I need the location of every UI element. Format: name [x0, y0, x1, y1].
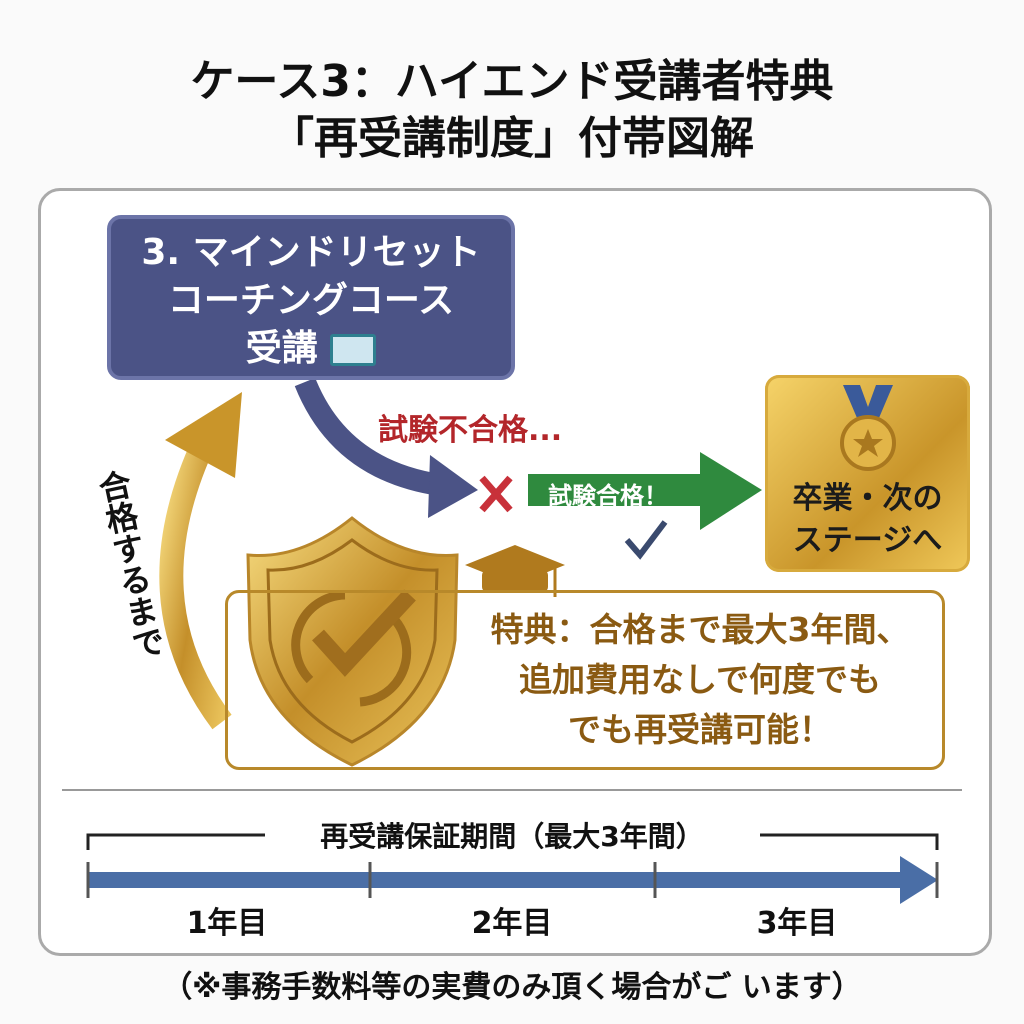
benefit-box — [225, 590, 945, 770]
graduate-text: 卒業・次の ステージへ — [765, 478, 970, 562]
graduation-cap-icon — [465, 545, 565, 597]
course-line-1: 3. マインドリセット — [141, 232, 481, 273]
footnote: （※事務手数料等の実費のみ頂く場合がご います） — [162, 970, 862, 1005]
year-1-label: 1年目 — [186, 906, 268, 941]
course-box: 3. マインドリセット コーチングコース 受講 — [107, 215, 515, 380]
benefit-line-1: 特典：合格まで最大3年間、 — [490, 610, 910, 649]
check-icon — [624, 520, 668, 560]
period-label: 再受講保証期間（最大3年間） — [320, 820, 704, 853]
benefit-text: 特典：合格まで最大3年間、 追加費用なしで何度でも でも再受講可能！ — [460, 605, 940, 755]
title-line-1: ケース3：ハイエンド受講者特典 — [190, 56, 834, 107]
book-icon — [330, 334, 377, 366]
benefit-line-3: でも再受講可能！ — [568, 710, 832, 749]
title-line-2: 「再受講制度」付帯図解 — [270, 113, 754, 164]
year-2-label: 2年目 — [471, 906, 553, 941]
benefit-line-2: 追加費用なしで何度でも — [518, 660, 881, 699]
fail-label: 試験不合格... — [378, 413, 563, 448]
graduate-line-2: ステージへ — [792, 523, 943, 558]
course-line-2: コーチングコース — [167, 280, 455, 321]
course-line-3: 受講 — [245, 328, 318, 369]
pass-arrow — [528, 452, 762, 530]
timeline-arrow — [86, 856, 939, 904]
pass-label: 試験合格！ — [548, 482, 668, 510]
medal-icon — [840, 385, 896, 471]
year-3-label: 3年目 — [756, 906, 838, 941]
period-bracket — [86, 833, 939, 850]
fail-arrow — [294, 377, 478, 518]
graduate-line-1: 卒業・次の — [792, 481, 943, 516]
retry-arrow — [159, 392, 242, 730]
shield-icon — [246, 516, 459, 767]
x-mark-icon — [479, 475, 513, 513]
